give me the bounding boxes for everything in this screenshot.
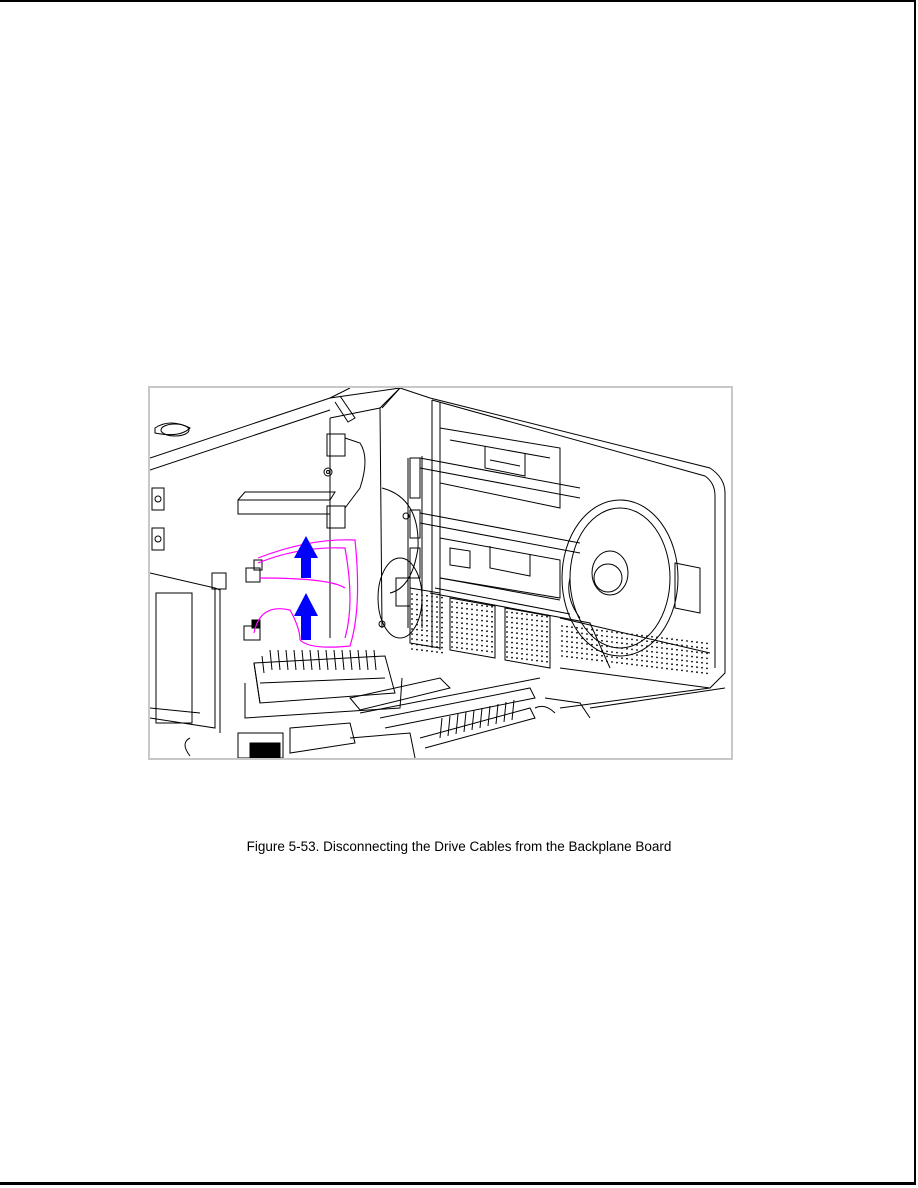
up-arrow-icon bbox=[294, 593, 318, 640]
heatsink-fins bbox=[261, 649, 377, 674]
perforated-grid bbox=[411, 593, 708, 675]
up-arrow-icon bbox=[294, 536, 318, 578]
drive-cables-drawing bbox=[150, 388, 726, 758]
slot-pins bbox=[439, 699, 515, 739]
figure-illustration: (function(){ var g = document.getElement… bbox=[148, 386, 733, 760]
figure-caption: Figure 5-53. Disconnecting the Drive Cab… bbox=[246, 839, 672, 854]
